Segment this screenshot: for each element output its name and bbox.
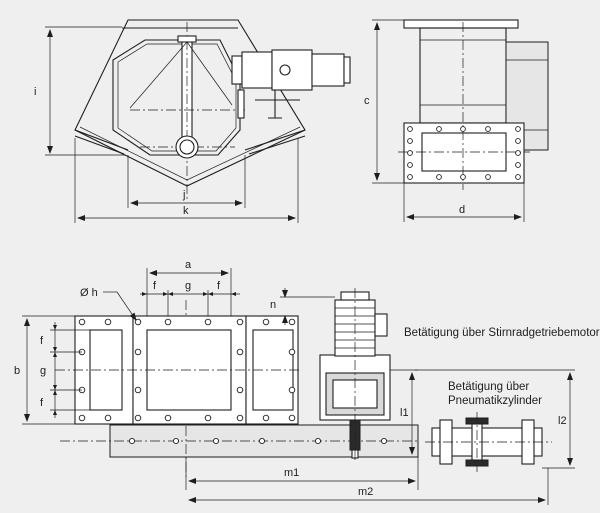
gear-motor-caption: Betätigung über Stirnradgetriebemotor bbox=[404, 327, 600, 339]
front-view: i j k bbox=[34, 19, 351, 223]
dim-b-label: b bbox=[14, 365, 20, 377]
dim-i-label: i bbox=[34, 86, 36, 98]
dim-c-label: c bbox=[364, 95, 370, 107]
dim-f-left-bottom: f bbox=[40, 397, 44, 409]
plan-view: a f g f Ø h n b f g f bbox=[14, 259, 549, 505]
dim-oh-label: Ø h bbox=[80, 287, 98, 299]
dim-f-left-top: f bbox=[40, 335, 44, 347]
side-view-bolt-holes bbox=[407, 126, 521, 180]
dim-m1-label: m1 bbox=[284, 467, 299, 479]
dim-f-top-right: f bbox=[217, 280, 221, 292]
pneumatic-cylinder-view: l2 bbox=[415, 369, 575, 472]
dim-a-label: a bbox=[185, 259, 192, 271]
dim-m2-label: m2 bbox=[358, 486, 373, 498]
dim-l2-label: l2 bbox=[558, 415, 567, 427]
dim-g-left: g bbox=[40, 365, 46, 377]
pneumatic-caption-line2: Pneumatikzylinder bbox=[448, 395, 542, 407]
side-view: c d bbox=[364, 19, 549, 222]
dim-n-label: n bbox=[270, 299, 276, 311]
pneumatic-caption-line1: Betätigung über bbox=[448, 381, 529, 393]
dim-k-label: k bbox=[183, 205, 189, 217]
dim-j-label: j bbox=[182, 189, 185, 201]
dim-d-label: d bbox=[459, 204, 465, 216]
dim-f-top-left: f bbox=[153, 280, 157, 292]
plan-view-bolt-holes bbox=[78, 318, 388, 445]
dim-g-top: g bbox=[185, 280, 191, 292]
dim-l1-label: l1 bbox=[400, 407, 409, 419]
